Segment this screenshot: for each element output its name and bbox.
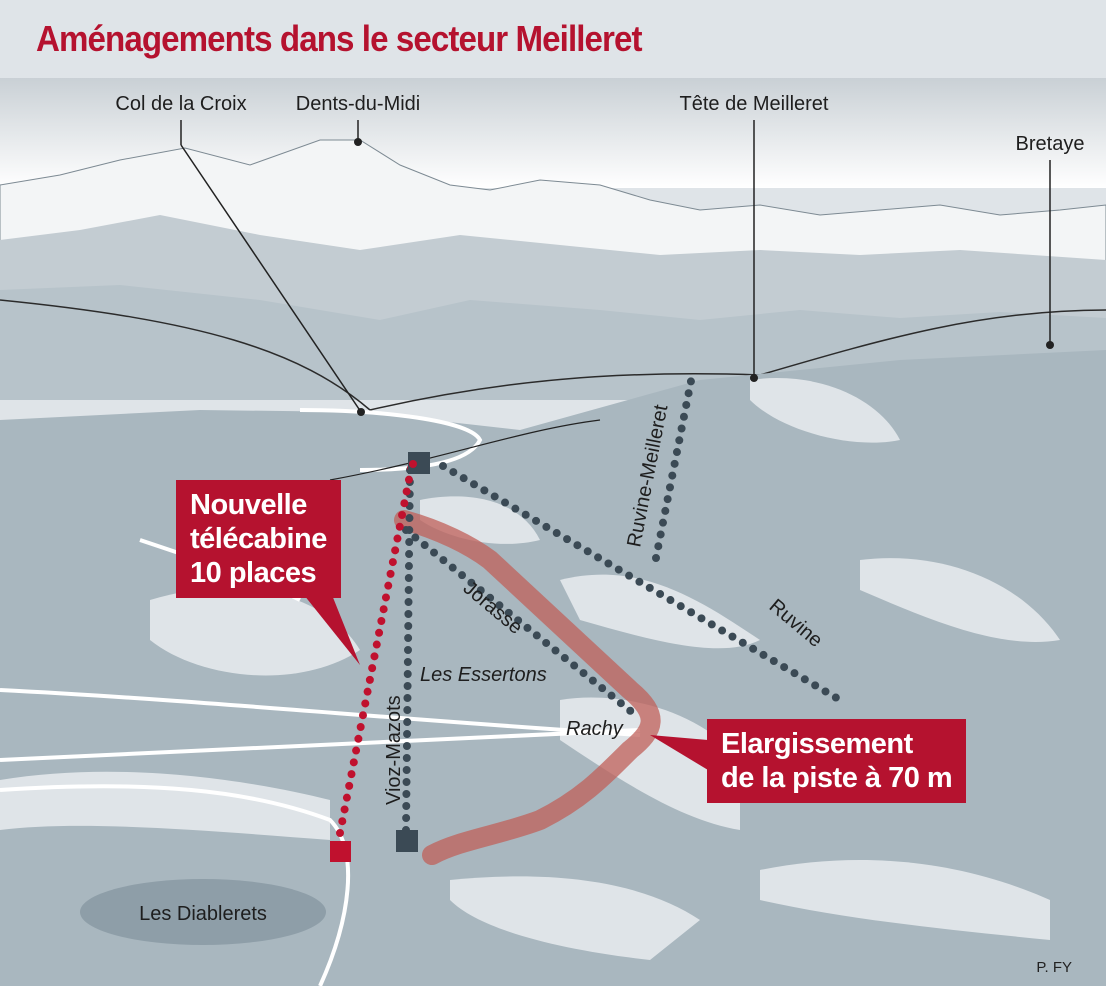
rachy-label: Rachy [566,718,624,740]
lift-jorasse[interactable] [402,526,642,721]
telecabine-callout: Nouvelle télécabine 10 places [176,480,341,598]
tete-de-meilleret-marker [750,374,758,382]
callout-line: télécabine [190,523,327,555]
callout-line: de la piste à 70 m [721,762,953,794]
credit: P. FY [1036,959,1072,976]
vioz-mazots-label: Vioz-Mazots [383,695,405,805]
telecabine-bottom-station [330,841,351,862]
snow-patches [0,378,1060,960]
tete-de-meilleret-label: Tête de Meilleret [680,93,829,115]
mid-ridge [0,215,1106,330]
bretaye-marker [1046,341,1054,349]
lift-ruvine-meilleret[interactable] [652,372,696,562]
col-de-la-croix-label: Col de la Croix [115,93,246,115]
callout-line: 10 places [190,557,317,589]
lift-ruvine[interactable] [439,462,844,704]
bretaye-label: Bretaye [1016,133,1085,155]
callout-line: Nouvelle [190,489,307,521]
callout-line: Elargissement [721,728,913,760]
lift-new-telecabine[interactable] [336,460,416,837]
peak-pointers [180,120,1051,413]
vioz-mazots-bottom-station [396,830,418,852]
col-de-la-croix-marker [357,408,365,416]
dents-du-midi-marker [354,138,362,146]
widened-piste [394,510,661,865]
dents-du-midi-label: Dents-du-Midi [296,93,420,115]
page-title: Aménagements dans le secteur Meilleret [36,18,643,59]
top-station [408,452,430,474]
piste-callout: Elargissement de la piste à 70 m [707,719,967,803]
les-diablerets-label: Les Diablerets [139,903,267,925]
les-essertons-label: Les Essertons [420,664,547,686]
les-diablerets-badge [80,879,326,945]
